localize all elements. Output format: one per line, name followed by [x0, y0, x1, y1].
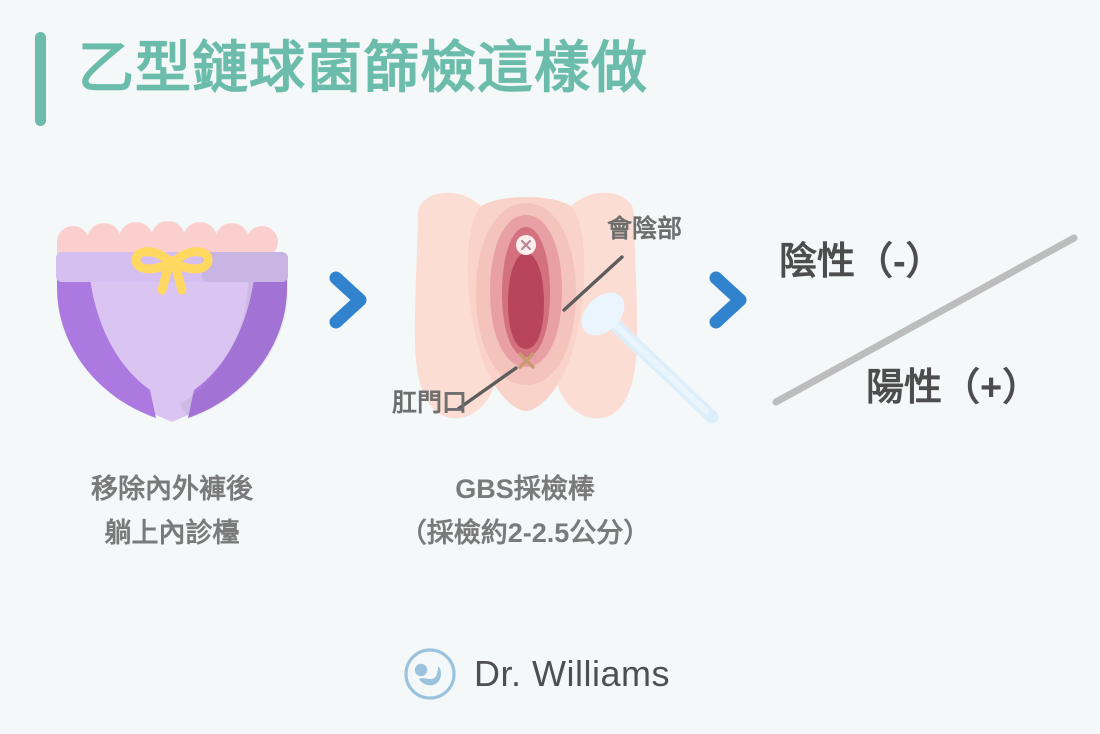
anus-marker	[518, 352, 535, 369]
brief-waistband-shade	[202, 252, 288, 282]
brand-logo-group: Dr. Williams	[402, 646, 670, 702]
label-anus: 肛門口	[392, 389, 468, 417]
brief-shade-overlay	[180, 256, 288, 419]
urethra-marker	[516, 235, 536, 255]
vulva-anatomy-illustration	[400, 185, 720, 435]
brief-right-panel	[188, 260, 287, 418]
page-title: 乙型鏈球菌篩檢這樣做	[78, 36, 648, 99]
caption-line-1: GBS採檢棒	[455, 474, 595, 504]
label-perineum: 會陰部	[607, 215, 683, 243]
brand-name: Dr. Williams	[474, 653, 670, 694]
chevron-arrow-2	[706, 270, 752, 335]
step-swab-caption: GBS採檢棒 （採檢約2-2.5公分）	[370, 468, 680, 555]
vaginal-opening	[508, 253, 544, 349]
anus-leader-line	[456, 366, 518, 411]
step-underwear-caption: 移除內外褲後 躺上內診檯	[52, 468, 292, 555]
result-negative: 陰性（-）	[779, 241, 944, 283]
bow-icon	[131, 247, 213, 295]
caption-line-2: （採檢約2-2.5公分）	[399, 517, 651, 548]
swab-icon	[581, 292, 719, 424]
perineum-leader-line	[562, 255, 624, 312]
caption-line-1: 移除內外褲後	[91, 474, 253, 504]
result-divider-line	[772, 234, 1078, 406]
chevron-arrow-1	[326, 270, 372, 335]
caption-line-2: 躺上內診檯	[104, 517, 240, 548]
title-accent-bar	[35, 32, 46, 126]
result-positive: 陽性（+）	[866, 367, 1041, 409]
underwear-illustration	[52, 218, 292, 423]
dr-williams-logo	[404, 648, 456, 700]
brief-left-panel	[57, 260, 156, 418]
